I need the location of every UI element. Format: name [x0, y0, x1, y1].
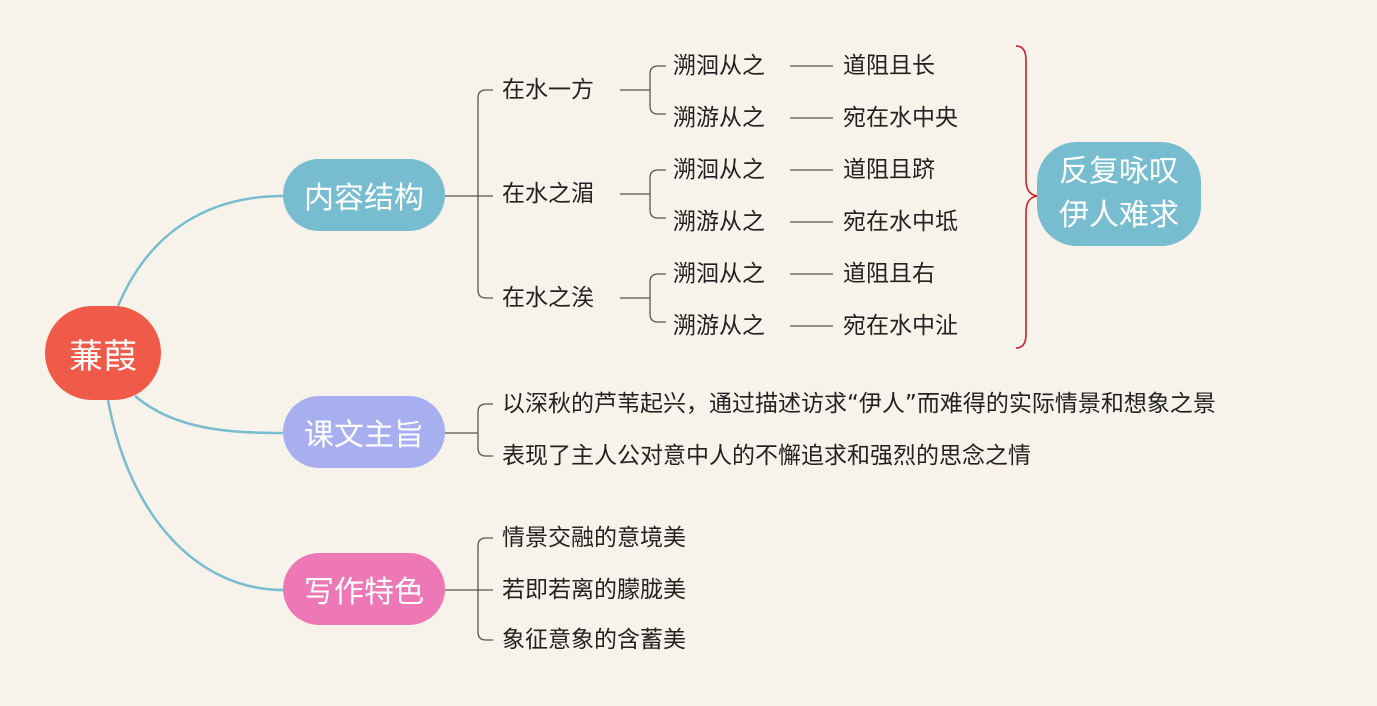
structure-bracket	[445, 89, 493, 299]
group-label-3[interactable]: 在水之涘	[502, 285, 594, 311]
root-to-theme-connector	[134, 395, 284, 435]
pair-right[interactable]: 宛在水中沚	[843, 313, 958, 339]
pair-left[interactable]: 溯游从之	[673, 105, 765, 131]
group3-bracket	[620, 273, 666, 323]
theme-item-2[interactable]: 表现了主人公对意中人的不懈追求和强烈的思念之情	[502, 443, 1031, 469]
features-bracket	[445, 537, 493, 641]
pair-left[interactable]: 溯洄从之	[673, 157, 765, 183]
root-node[interactable]: 蒹葭	[45, 306, 161, 400]
pair-right[interactable]: 道阻且长	[843, 53, 935, 79]
root-to-structure-connector	[116, 194, 284, 307]
branch-theme[interactable]: 课文主旨	[283, 396, 445, 468]
feature-item-3[interactable]: 象征意象的含蓄美	[502, 627, 686, 653]
summary-node[interactable]: 反复咏叹 伊人难求	[1037, 142, 1201, 246]
pair-right[interactable]: 道阻且跻	[843, 157, 935, 183]
summary-brace	[1015, 45, 1039, 349]
summary-line-2: 伊人难求	[1059, 198, 1179, 233]
feature-item-1[interactable]: 情景交融的意境美	[502, 525, 686, 551]
group-label-2[interactable]: 在水之湄	[502, 181, 594, 207]
group2-bracket	[620, 169, 666, 219]
root-to-features-connector	[106, 399, 284, 592]
pair-dashes	[790, 65, 833, 327]
branch-writing-features[interactable]: 写作特色	[283, 553, 445, 625]
pair-left[interactable]: 溯洄从之	[673, 53, 765, 79]
pair-right[interactable]: 宛在水中坻	[843, 209, 958, 235]
pair-left[interactable]: 溯洄从之	[673, 261, 765, 287]
feature-item-2[interactable]: 若即若离的朦胧美	[502, 577, 686, 603]
pair-left[interactable]: 溯游从之	[673, 209, 765, 235]
summary-line-1: 反复咏叹	[1059, 154, 1179, 189]
pair-left[interactable]: 溯游从之	[673, 313, 765, 339]
group-label-1[interactable]: 在水一方	[502, 77, 594, 103]
pair-right[interactable]: 宛在水中央	[843, 105, 958, 131]
branch-content-structure[interactable]: 内容结构	[283, 159, 445, 231]
theme-bracket	[445, 403, 493, 457]
pair-right[interactable]: 道阻且右	[843, 261, 935, 287]
theme-item-1[interactable]: 以深秋的芦苇起兴，通过描述访求“伊人”而难得的实际情景和想象之景	[502, 391, 1216, 417]
group1-bracket	[620, 65, 666, 115]
